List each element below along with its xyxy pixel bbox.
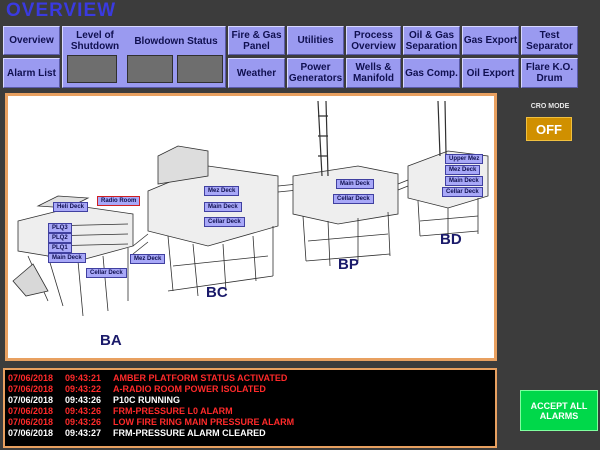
alarm-time: 09:43:26 bbox=[65, 395, 102, 405]
overview-button[interactable]: Overview bbox=[3, 26, 60, 55]
alarm-message: LOW FIRE RING MAIN PRESSURE ALARM bbox=[113, 417, 295, 427]
ba-main-deck-button[interactable]: Main Deck bbox=[48, 253, 86, 263]
gas-export-button[interactable]: Gas Export bbox=[462, 26, 519, 55]
bc-mez-deck-button[interactable]: Mez Deck bbox=[204, 186, 240, 196]
wells-manifold-button[interactable]: Wells & Manifold bbox=[346, 58, 401, 88]
ba-plq3-button[interactable]: PLQ3 bbox=[48, 223, 72, 233]
fire-gas-panel-button[interactable]: Fire & Gas Panel bbox=[228, 26, 285, 55]
utilities-button[interactable]: Utilities bbox=[287, 26, 344, 55]
alarm-date: 07/06/2018 bbox=[8, 373, 54, 383]
bp-cellar-deck-button[interactable]: Cellar Deck bbox=[333, 194, 374, 204]
process-overview-button[interactable]: Process Overview bbox=[346, 26, 401, 55]
gas-comp-button[interactable]: Gas Comp. bbox=[403, 58, 460, 88]
alarm-date: 07/06/2018 bbox=[8, 384, 54, 394]
alarm-date: 07/06/2018 bbox=[8, 417, 54, 427]
ba-heli-deck-button[interactable]: Heli Deck bbox=[53, 202, 89, 212]
alarm-time: 09:43:22 bbox=[65, 384, 102, 394]
ba-cellar-deck-button[interactable]: Cellar Deck bbox=[86, 268, 127, 278]
bd-main-deck-button[interactable]: Main Deck bbox=[445, 176, 483, 186]
bc-mez-deck-lower-button[interactable]: Mez Deck bbox=[130, 254, 166, 264]
cro-mode-label: CRO MODE bbox=[530, 103, 570, 110]
bd-mez-deck-button[interactable]: Mez Deck bbox=[445, 165, 481, 175]
blowdown-status-label: Blowdown Status bbox=[134, 36, 218, 47]
alarm-date: 07/06/2018 bbox=[8, 428, 54, 438]
alarm-message: AMBER PLATFORM STATUS ACTIVATED bbox=[113, 373, 288, 383]
weather-button[interactable]: Weather bbox=[228, 58, 285, 88]
level-of-shutdown-label: Level of Shutdown bbox=[70, 30, 120, 52]
platform-bp-label: BP bbox=[338, 256, 359, 273]
alarm-row: 07/06/2018 09:43:26 P10C RUNNING bbox=[8, 395, 492, 406]
alarm-row: 07/06/2018 09:43:26 FRM-PRESSURE L0 ALARM bbox=[8, 406, 492, 417]
ba-plq1-button[interactable]: PLQ1 bbox=[48, 243, 72, 253]
alarm-row: 07/06/2018 09:43:21 AMBER PLATFORM STATUS … bbox=[8, 373, 492, 384]
platform-diagram: Heli Deck Radio Room PLQ3 PLQ2 PLQ1 Main… bbox=[5, 93, 497, 361]
alarm-row: 07/06/2018 09:43:22 A-RADIO ROOM POWER ISO… bbox=[8, 384, 492, 395]
bc-cellar-deck-button[interactable]: Cellar Deck bbox=[204, 217, 245, 227]
blowdown-indicator-1 bbox=[127, 55, 173, 83]
platform-ba-label: BA bbox=[100, 332, 122, 349]
bd-cellar-deck-button[interactable]: Cellar Deck bbox=[442, 187, 483, 197]
bp-main-deck-button[interactable]: Main Deck bbox=[336, 179, 374, 189]
flare-ko-drum-button[interactable]: Flare K.O. Drum bbox=[521, 58, 578, 88]
shutdown-blowdown-panel: Level of Shutdown Blowdown Status bbox=[62, 26, 226, 88]
alarm-row: 07/06/2018 09:43:27 FRM-PRESSURE ALARM CLE… bbox=[8, 428, 492, 439]
ba-plq2-button[interactable]: PLQ2 bbox=[48, 233, 72, 243]
oil-gas-separation-button[interactable]: Oil & Gas Separation bbox=[403, 26, 460, 55]
platform-illustration bbox=[12, 100, 489, 317]
platform-bd-label: BD bbox=[440, 231, 462, 248]
alarm-time: 09:43:26 bbox=[65, 406, 102, 416]
blowdown-indicator-2 bbox=[177, 55, 223, 83]
alarm-row: 07/06/2018 09:43:26 LOW FIRE RING MAIN PRE… bbox=[8, 417, 492, 428]
alarm-date: 07/06/2018 bbox=[8, 406, 54, 416]
radio-room-button[interactable]: Radio Room bbox=[97, 196, 141, 206]
alarm-message: FRM-PRESSURE ALARM CLEARED bbox=[113, 428, 266, 438]
alarm-time: 09:43:26 bbox=[65, 417, 102, 427]
alarm-message: A-RADIO ROOM POWER ISOLATED bbox=[113, 384, 266, 394]
platform-bc-label: BC bbox=[206, 284, 228, 301]
alarm-log: 07/06/2018 09:43:21 AMBER PLATFORM STATUS … bbox=[3, 368, 497, 448]
oil-export-button[interactable]: Oil Export bbox=[462, 58, 519, 88]
shutdown-level-indicator bbox=[67, 55, 117, 83]
alarm-message: P10C RUNNING bbox=[113, 395, 181, 405]
cro-mode-toggle[interactable]: OFF bbox=[526, 117, 572, 141]
alarm-time: 09:43:21 bbox=[65, 373, 102, 383]
alarm-list-button[interactable]: Alarm List bbox=[3, 58, 60, 88]
page-title: OVERVIEW bbox=[6, 0, 117, 21]
bd-upper-mez-button[interactable]: Upper Mez bbox=[445, 154, 484, 164]
alarm-message: FRM-PRESSURE L0 ALARM bbox=[113, 406, 233, 416]
alarm-date: 07/06/2018 bbox=[8, 395, 54, 405]
test-separator-button[interactable]: Test Separator bbox=[521, 26, 578, 55]
alarm-time: 09:43:27 bbox=[65, 428, 102, 438]
accept-all-alarms-button[interactable]: ACCEPT ALL ALARMS bbox=[520, 390, 598, 431]
bc-main-deck-button[interactable]: Main Deck bbox=[204, 202, 242, 212]
power-generators-button[interactable]: Power Generators bbox=[287, 58, 344, 88]
